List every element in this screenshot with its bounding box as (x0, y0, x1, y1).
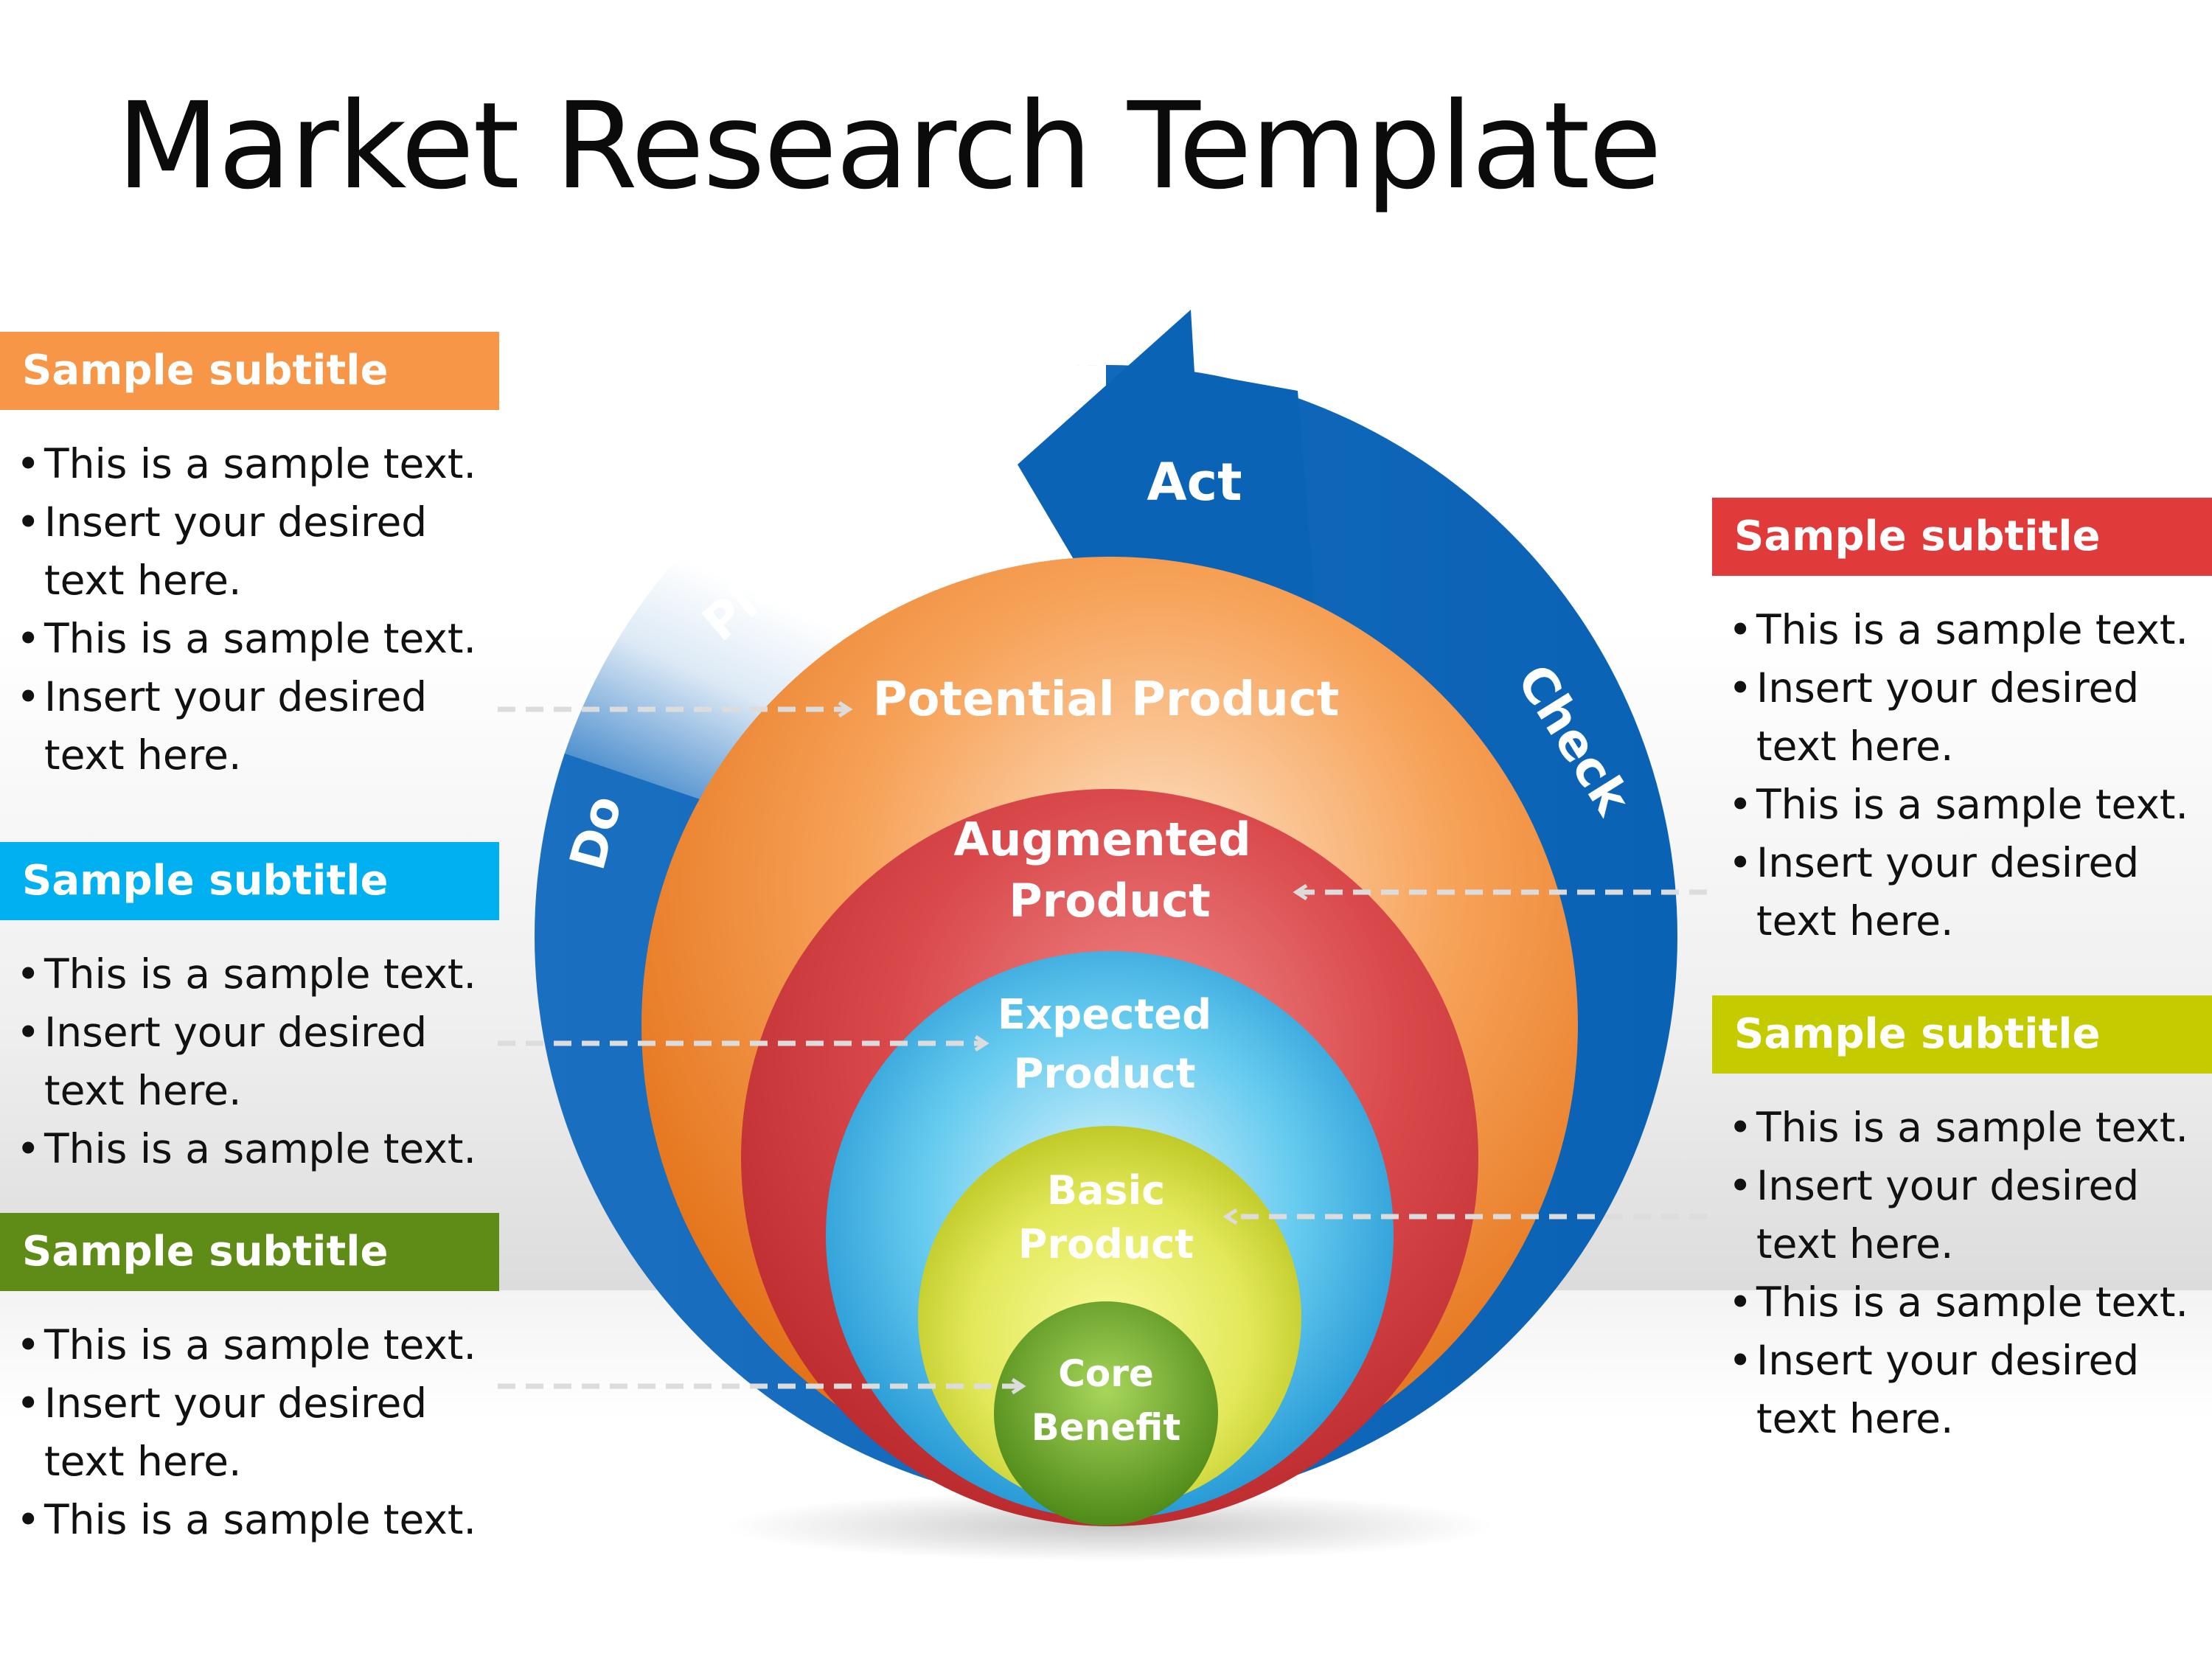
label-expected-line2: Product (1013, 1050, 1195, 1098)
subtitle-bar-lime: Sample subtitle (1712, 995, 2212, 1074)
label-augmented-line1: Augmented (953, 813, 1251, 866)
list-item: This is a sample text. (1712, 776, 2199, 834)
bullet-list-lime: This is a sample text. Insert your desir… (1712, 1099, 2199, 1448)
list-item: This is a sample text. (1712, 601, 2199, 659)
ring-core-benefit (994, 1301, 1218, 1526)
bullet-list-red: This is a sample text. Insert your desir… (1712, 601, 2199, 950)
label-augmented-line2: Product (1009, 874, 1211, 928)
label-core-line1: Core (1058, 1352, 1154, 1395)
list-item: Insert your desired text here. (1712, 1332, 2199, 1448)
list-item: Insert your desired text here. (0, 493, 487, 610)
label-potential-product: Potential Product (873, 672, 1340, 727)
page-title: Market Research Template (116, 77, 1662, 216)
list-item: Insert your desired text here. (1712, 659, 2199, 776)
subtitle-bar-blue: Sample subtitle (0, 842, 499, 920)
label-basic-line2: Product (1018, 1221, 1194, 1267)
list-item: Insert your desired text here. (1712, 1157, 2199, 1273)
list-item: Insert your desired text here. (0, 1374, 487, 1491)
list-item: Insert your desired text here. (1712, 834, 2199, 950)
bullet-list-blue: This is a sample text. Insert your desir… (0, 945, 487, 1178)
list-item: This is a sample text. (1712, 1099, 2199, 1157)
list-item: Insert your desired text here. (0, 1004, 487, 1120)
bullet-list-green: This is a sample text. Insert your desir… (0, 1316, 487, 1549)
list-item: This is a sample text. (0, 1316, 487, 1374)
list-item: This is a sample text. (0, 435, 487, 493)
subtitle-bar-green: Sample subtitle (0, 1213, 499, 1291)
list-item: This is a sample text. (0, 945, 487, 1004)
label-act: Act (1147, 452, 1242, 512)
label-expected-line1: Expected (998, 991, 1211, 1039)
list-item: This is a sample text. (0, 1491, 487, 1549)
list-item: This is a sample text. (0, 610, 487, 668)
bullet-list-orange: This is a sample text. Insert your desir… (0, 435, 487, 785)
label-core-line2: Benefit (1032, 1406, 1181, 1449)
label-basic-line1: Basic (1047, 1167, 1165, 1214)
list-item: This is a sample text. (0, 1120, 487, 1178)
subtitle-bar-red: Sample subtitle (1712, 498, 2212, 576)
list-item: Insert your desired text here. (0, 668, 487, 785)
subtitle-bar-orange: Sample subtitle (0, 332, 499, 410)
list-item: This is a sample text. (1712, 1273, 2199, 1332)
